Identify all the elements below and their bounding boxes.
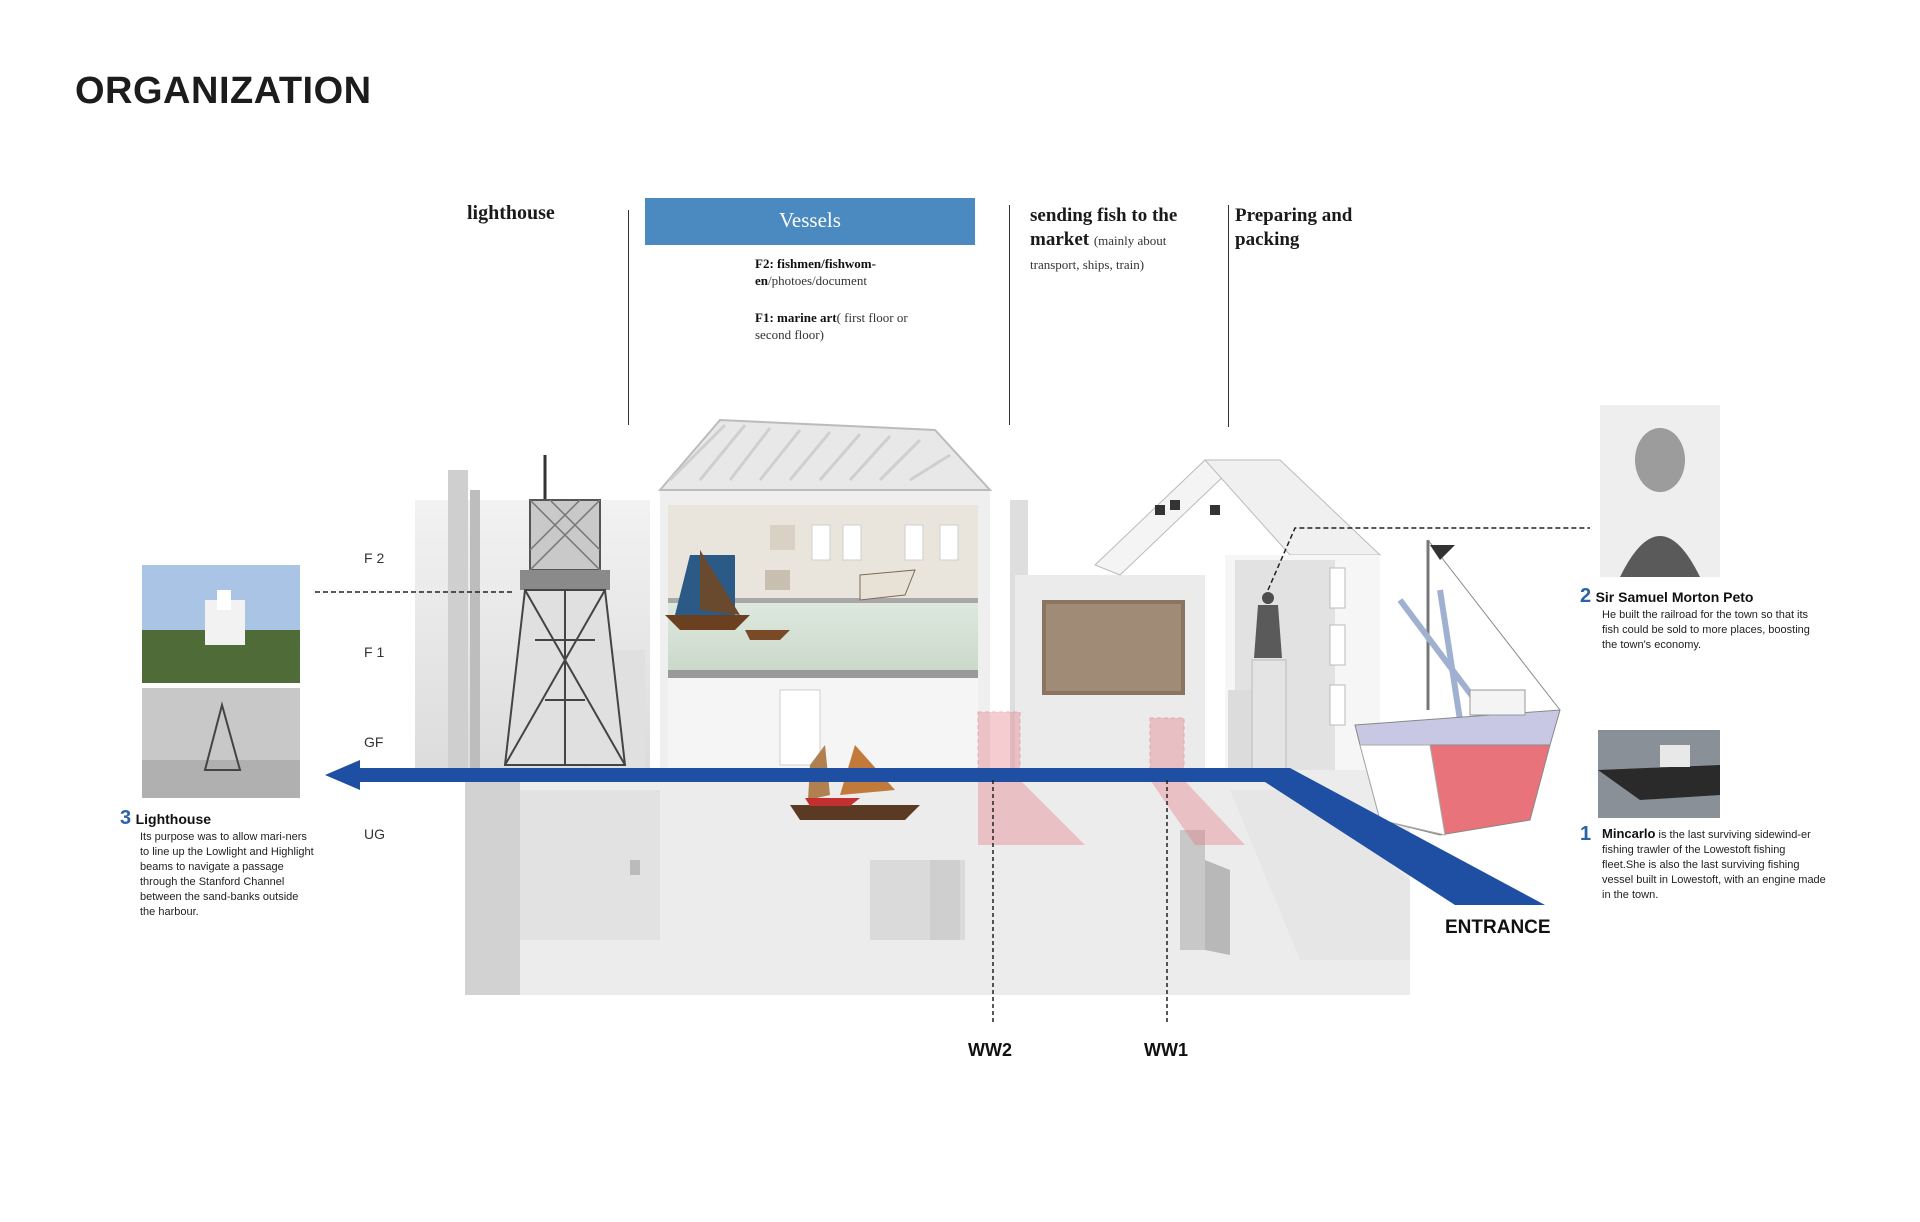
peto-leader-line: [1267, 527, 1590, 591]
ww2-label: WW2: [968, 1040, 1012, 1060]
floor-label-ug: UG: [364, 826, 385, 842]
category-sending: sending fish to the market (mainly about…: [1030, 204, 1210, 276]
lighthouse-note-body: Its purpose was to allow mari-ners to li…: [140, 831, 314, 918]
floor-label-f1: F 1: [364, 644, 385, 660]
statue-icon: [1251, 592, 1287, 771]
floor-label-gf: GF: [364, 734, 384, 750]
entrance-label: ENTRANCE: [1445, 917, 1551, 938]
mincarlo-note: 1 Mincarlo is the last surviving sidewin…: [1580, 823, 1830, 903]
peto-note: 2 Sir Samuel Morton Peto He built the ra…: [1580, 585, 1820, 653]
trawler-ship-icon: [1354, 539, 1561, 836]
peto-note-title: Sir Samuel Morton Peto: [1595, 589, 1754, 605]
divider-line: [628, 210, 629, 425]
lighthouse-note: 3 Lighthouse Its purpose was to allow ma…: [120, 807, 315, 920]
mincarlo-note-content: Mincarlo is the last surviving sidewind-…: [1602, 826, 1830, 903]
page-title: ORGANIZATION: [75, 70, 372, 112]
peto-note-body: He built the railroad for the town so th…: [1602, 609, 1810, 651]
circulation-path: [325, 760, 1545, 905]
lighthouse-photo-historic: [142, 688, 300, 798]
floor-label-f2: F 2: [364, 550, 385, 566]
mincarlo-note-number: 1: [1580, 823, 1592, 845]
category-preparing: Preparing and packing: [1235, 205, 1353, 250]
underground-level: [465, 770, 1410, 995]
mincarlo-photo: [1598, 730, 1720, 818]
vessels-f1-label: F1: marine art: [755, 310, 837, 325]
portrait-photo: [1600, 405, 1720, 577]
right-building: [1015, 459, 1382, 770]
divider-line: [1009, 205, 1010, 425]
vessels-f2-label: F2: fishmen/fishwom-en: [755, 256, 876, 288]
lighthouse-photo-color: [142, 565, 300, 683]
sailing-boat-icon: [665, 550, 916, 640]
mincarlo-note-body: is the last surviving sidewind-er fishin…: [1602, 829, 1826, 901]
lighthouse-note-number: 3: [120, 807, 132, 829]
mincarlo-note-title: Mincarlo: [1602, 826, 1656, 841]
divider-line: [1228, 205, 1229, 427]
lighthouse-tower-icon: [503, 455, 627, 766]
vessels-notes: F2: fishmen/fishwom-en/photoes/document …: [755, 255, 925, 363]
category-vessels-label: Vessels: [779, 208, 841, 232]
sending-note: (mainly about transport, ships, train): [1030, 233, 1167, 272]
category-vessels-header: Vessels: [645, 198, 975, 245]
vessels-f2-text: /photoes/document: [768, 273, 867, 288]
peto-note-number: 2: [1580, 585, 1592, 607]
lighthouse-note-title: Lighthouse: [135, 811, 212, 827]
category-lighthouse: lighthouse: [467, 202, 555, 224]
vessels-f1-text: ( first floor or second floor): [755, 310, 908, 342]
ww1-label: WW1: [1144, 1040, 1188, 1060]
sending-label: sending fish to the market: [1030, 205, 1178, 250]
